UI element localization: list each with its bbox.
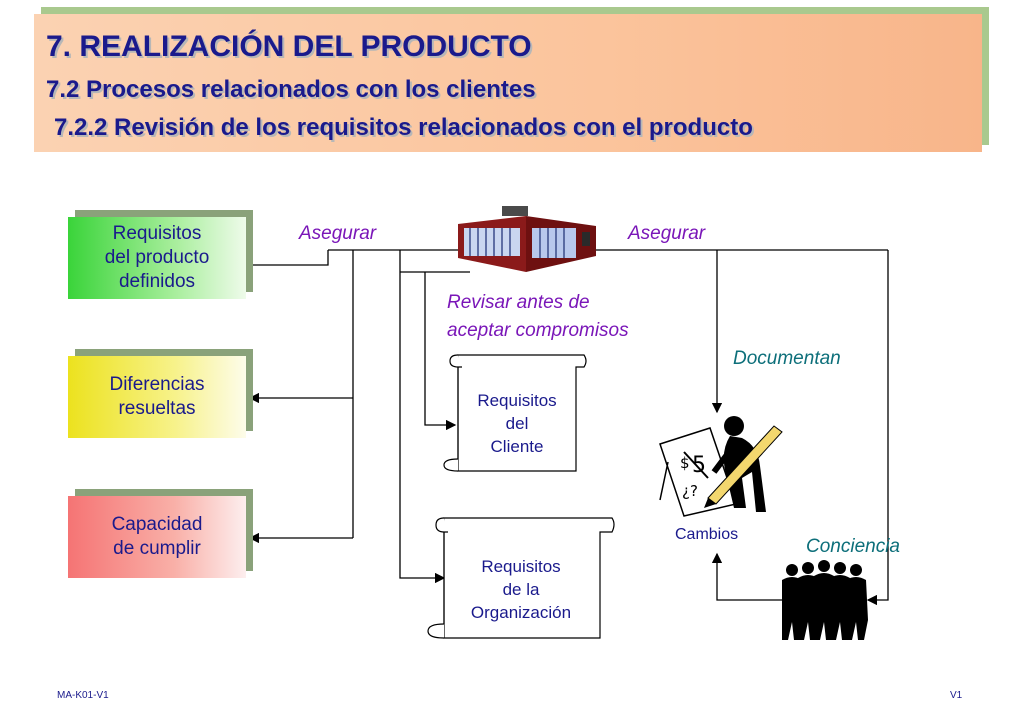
box-requirements-defined: Requisitos del producto definidos — [68, 217, 246, 299]
scroll-organization — [427, 517, 615, 639]
people-group-icon — [782, 560, 868, 640]
arrow-to-org-scroll — [399, 250, 446, 584]
label-document: Documentan — [733, 348, 841, 369]
footer-version: V1 — [950, 690, 963, 701]
header-banner — [34, 14, 982, 152]
scroll-client — [443, 354, 587, 472]
scroll-client-text: Requisitos del Cliente — [477, 391, 557, 456]
svg-text:¿?: ¿? — [682, 482, 698, 500]
svg-text:$: $ — [680, 454, 690, 472]
page-title: 7. REALIZACIÓN DEL PRODUCTO — [46, 30, 532, 63]
scroll-organization-text: Requisitos de la Organización — [470, 557, 572, 622]
label-review-line2: aceptar compromisos — [447, 320, 629, 341]
label-ensure-left: Asegurar — [299, 223, 377, 244]
arrow-to-defined — [226, 250, 329, 271]
arrow-to-people — [866, 250, 889, 606]
box-capacity: Capacidad de cumplir — [68, 496, 246, 578]
label-review-line1: Revisar antes de — [447, 292, 590, 313]
footer-code: MA-K01-V1 — [57, 690, 109, 701]
building-icon — [458, 206, 596, 272]
page-subtitle: 7.2 Procesos relacionados con los client… — [46, 76, 536, 103]
label-ensure-right: Asegurar — [628, 223, 706, 244]
label-awareness: Conciencia — [806, 536, 900, 557]
arrow-to-client-scroll — [424, 272, 457, 431]
writer-icon: $ 5 ¿? — [659, 416, 783, 517]
box-differences-resolved: Diferencias resueltas — [68, 356, 246, 438]
label-changes: Cambios — [675, 526, 739, 543]
arrow-to-changes — [711, 552, 782, 601]
section-title: 7.2.2 Revisión de los requisitos relacio… — [54, 114, 753, 141]
